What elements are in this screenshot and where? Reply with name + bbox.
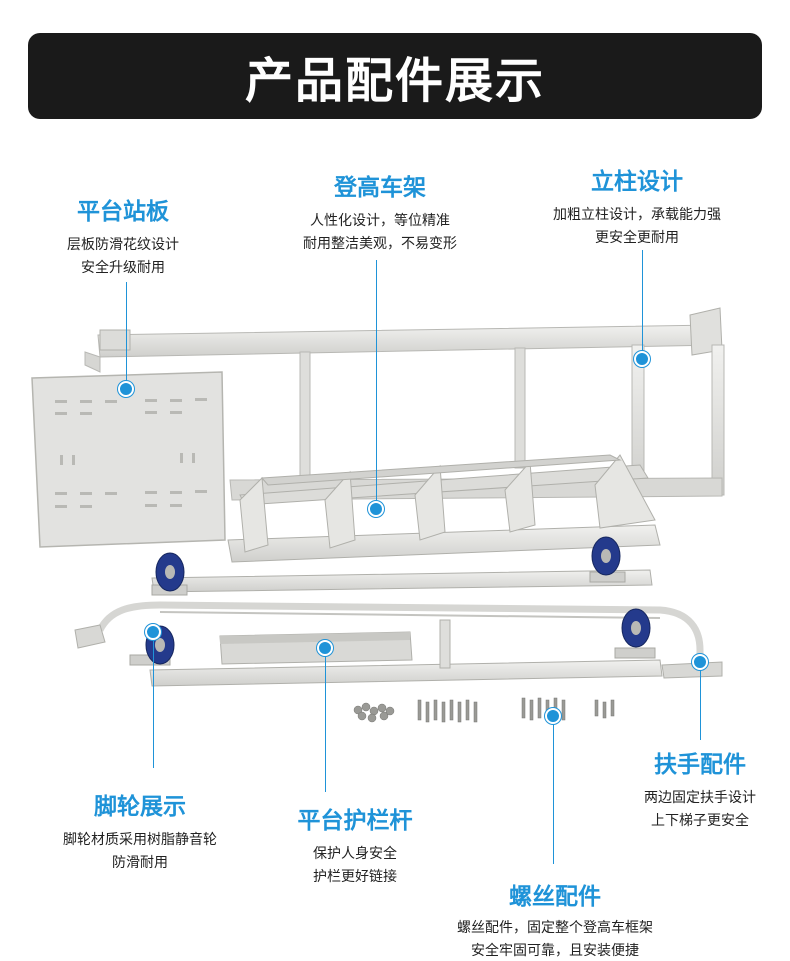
callout-desc-line: 安全牢固可靠，且安装便捷 — [471, 943, 639, 959]
pointer-line — [642, 250, 643, 356]
callout-title: 平台护栏杆 — [297, 808, 413, 834]
callout-desc-line: 安全升级耐用 — [81, 260, 165, 276]
pointer-line — [126, 282, 127, 386]
pointer-dot — [118, 381, 134, 397]
callout-desc-line: 更安全更耐用 — [595, 230, 679, 246]
pointer-line — [153, 640, 154, 768]
page-title: 产品配件展示 — [244, 53, 545, 109]
callout-desc-line: 保护人身安全 — [313, 846, 397, 862]
caster-wheels — [129, 536, 656, 666]
callout-guardrail-bar: 平台护栏杆 保护人身安全 护栏更好链接 — [285, 801, 425, 889]
callout-screw-parts: 螺丝配件 螺丝配件，固定整个登高车框架 安全牢固可靠，且安装便捷 — [425, 877, 685, 961]
callout-desc: 加粗立柱设计，承载能力强 更安全更耐用 — [532, 204, 742, 250]
callout-desc-line: 耐用整洁美观，不易变形 — [303, 236, 457, 252]
callout-title: 脚轮展示 — [94, 794, 186, 820]
callout-desc: 脚轮材质采用树脂静音轮 防滑耐用 — [45, 829, 235, 875]
callout-desc: 螺丝配件，固定整个登高车框架 安全牢固可靠，且安装便捷 — [425, 917, 685, 961]
callout-desc-line: 人性化设计，等位精准 — [310, 213, 450, 229]
callout-desc-line: 两边固定扶手设计 — [644, 790, 756, 806]
pointer-dot — [692, 654, 708, 670]
pointer-line — [553, 724, 554, 864]
screw-parts — [353, 697, 615, 723]
callout-title: 扶手配件 — [654, 752, 746, 778]
callout-title: 螺丝配件 — [509, 884, 601, 910]
callout-caster-wheels: 脚轮展示 脚轮材质采用树脂静音轮 防滑耐用 — [45, 787, 235, 875]
callout-desc-line: 脚轮材质采用树脂静音轮 — [63, 832, 217, 848]
pointer-dot — [368, 501, 384, 517]
callout-desc: 保护人身安全 护栏更好链接 — [285, 843, 425, 889]
callout-desc: 层板防滑花纹设计 安全升级耐用 — [48, 234, 198, 280]
callout-desc: 两边固定扶手设计 上下梯子更安全 — [625, 787, 775, 833]
callout-upright-post: 立柱设计 加粗立柱设计，承载能力强 更安全更耐用 — [532, 162, 742, 250]
ladder-frame — [227, 454, 661, 563]
callout-desc-line: 护栏更好链接 — [313, 869, 397, 885]
base-frame — [149, 569, 663, 687]
callout-platform-board: 平台站板 层板防滑花纹设计 安全升级耐用 — [48, 192, 198, 280]
callout-title: 立柱设计 — [591, 169, 683, 195]
callout-desc-line: 上下梯子更安全 — [651, 813, 749, 829]
pointer-dot — [545, 708, 561, 724]
pointer-line — [325, 656, 326, 792]
pointer-dot — [634, 351, 650, 367]
callout-desc-line: 层板防滑花纹设计 — [67, 237, 179, 253]
callout-title: 平台站板 — [77, 199, 169, 225]
pointer-line — [700, 670, 701, 740]
platform-board — [31, 371, 226, 548]
callout-desc-line: 防滑耐用 — [112, 855, 168, 871]
callout-desc: 人性化设计，等位精准 耐用整洁美观，不易变形 — [288, 210, 472, 256]
callout-title: 登高车架 — [334, 175, 426, 201]
handrail-bar — [74, 601, 723, 679]
callout-handrail-parts: 扶手配件 两边固定扶手设计 上下梯子更安全 — [625, 745, 775, 833]
pointer-dot — [317, 640, 333, 656]
callout-ladder-frame: 登高车架 人性化设计，等位精准 耐用整洁美观，不易变形 — [288, 168, 472, 256]
callout-desc-line: 螺丝配件，固定整个登高车框架 — [457, 920, 653, 936]
header-banner: 产品配件展示 — [28, 33, 762, 119]
pointer-line — [376, 260, 377, 504]
pointer-dot — [145, 624, 161, 640]
callout-desc-line: 加粗立柱设计，承载能力强 — [553, 207, 721, 223]
